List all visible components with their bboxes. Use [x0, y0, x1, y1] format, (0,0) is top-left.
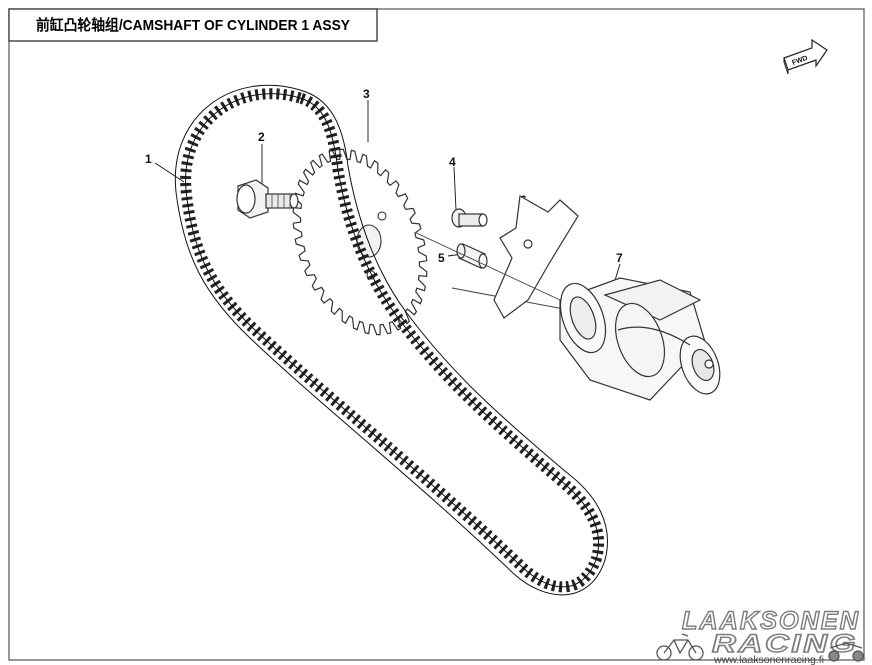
plate-part-6 [493, 195, 579, 319]
fwd-arrow-icon: FWD [783, 38, 828, 75]
diagram-title: 前缸凸轮轴组/CAMSHAFT OF CYLINDER 1 ASSY [36, 16, 350, 34]
atv-icon [828, 642, 864, 662]
callout-7: 7 [616, 251, 623, 265]
callout-2: 2 [258, 130, 265, 144]
bicycle-icon [656, 633, 704, 661]
callout-3: 3 [363, 87, 370, 101]
bolt-part-2 [236, 179, 299, 219]
diagram-frame [8, 8, 865, 661]
watermark-line1: LAAKSONEN [682, 607, 860, 635]
title-box: 前缸凸轮轴组/CAMSHAFT OF CYLINDER 1 ASSY [8, 8, 378, 42]
watermark: LAAKSONEN RACING www.laaksonenracing.fi [656, 606, 864, 665]
callout-4: 4 [449, 155, 456, 169]
callout-1: 1 [145, 152, 152, 166]
camshaft-part-7 [451, 277, 721, 401]
watermark-url: www.laaksonenracing.fi [713, 655, 824, 665]
timing-chain-part-1 [174, 84, 608, 596]
bolt-part-4 [451, 208, 488, 228]
callout-5: 5 [438, 251, 445, 265]
